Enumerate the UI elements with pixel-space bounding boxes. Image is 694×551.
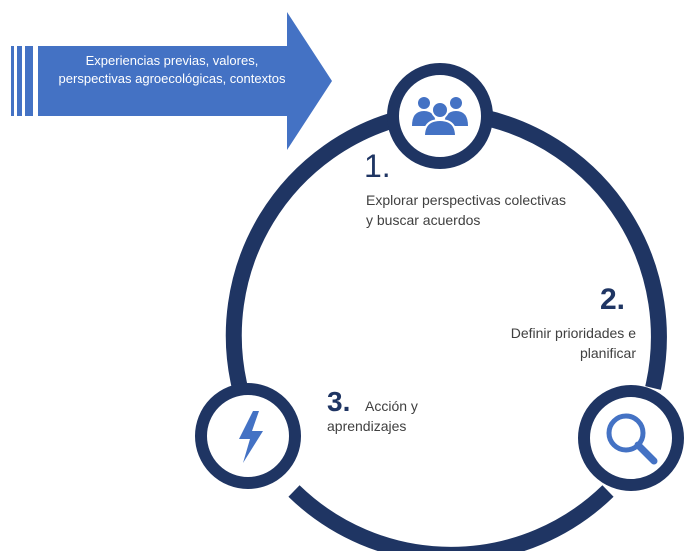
step1-node: [387, 63, 493, 169]
lightning-icon: [239, 411, 263, 463]
cycle-ring: [225, 109, 667, 551]
arrow-stripe-2: [17, 46, 22, 116]
people-group-icon: [412, 97, 468, 137]
ring-arc-2-3: [288, 485, 614, 551]
step3-number: 3.: [327, 386, 351, 417]
input-arrow-text: Experiencias previas, valores, perspecti…: [58, 53, 286, 86]
step2-node: [578, 385, 684, 491]
input-arrow: [11, 12, 332, 150]
magnifier-icon: [606, 413, 658, 465]
arrow-body: [38, 12, 332, 150]
ring-arc-3-1: [225, 109, 407, 390]
arrow-stripe-3: [25, 46, 33, 116]
ring-arc-1-2: [480, 109, 667, 390]
step2-number: 2.: [600, 283, 626, 316]
step1-number: 1.: [364, 148, 391, 184]
step2-label: Definir prioridades e planificar: [510, 325, 636, 361]
arrow-stripe-1: [11, 46, 14, 116]
step1-label: Explorar perspectivas colectivas y busca…: [366, 192, 566, 228]
step3-label: Acción y aprendizajes: [327, 398, 418, 434]
step3-node: [195, 383, 301, 489]
